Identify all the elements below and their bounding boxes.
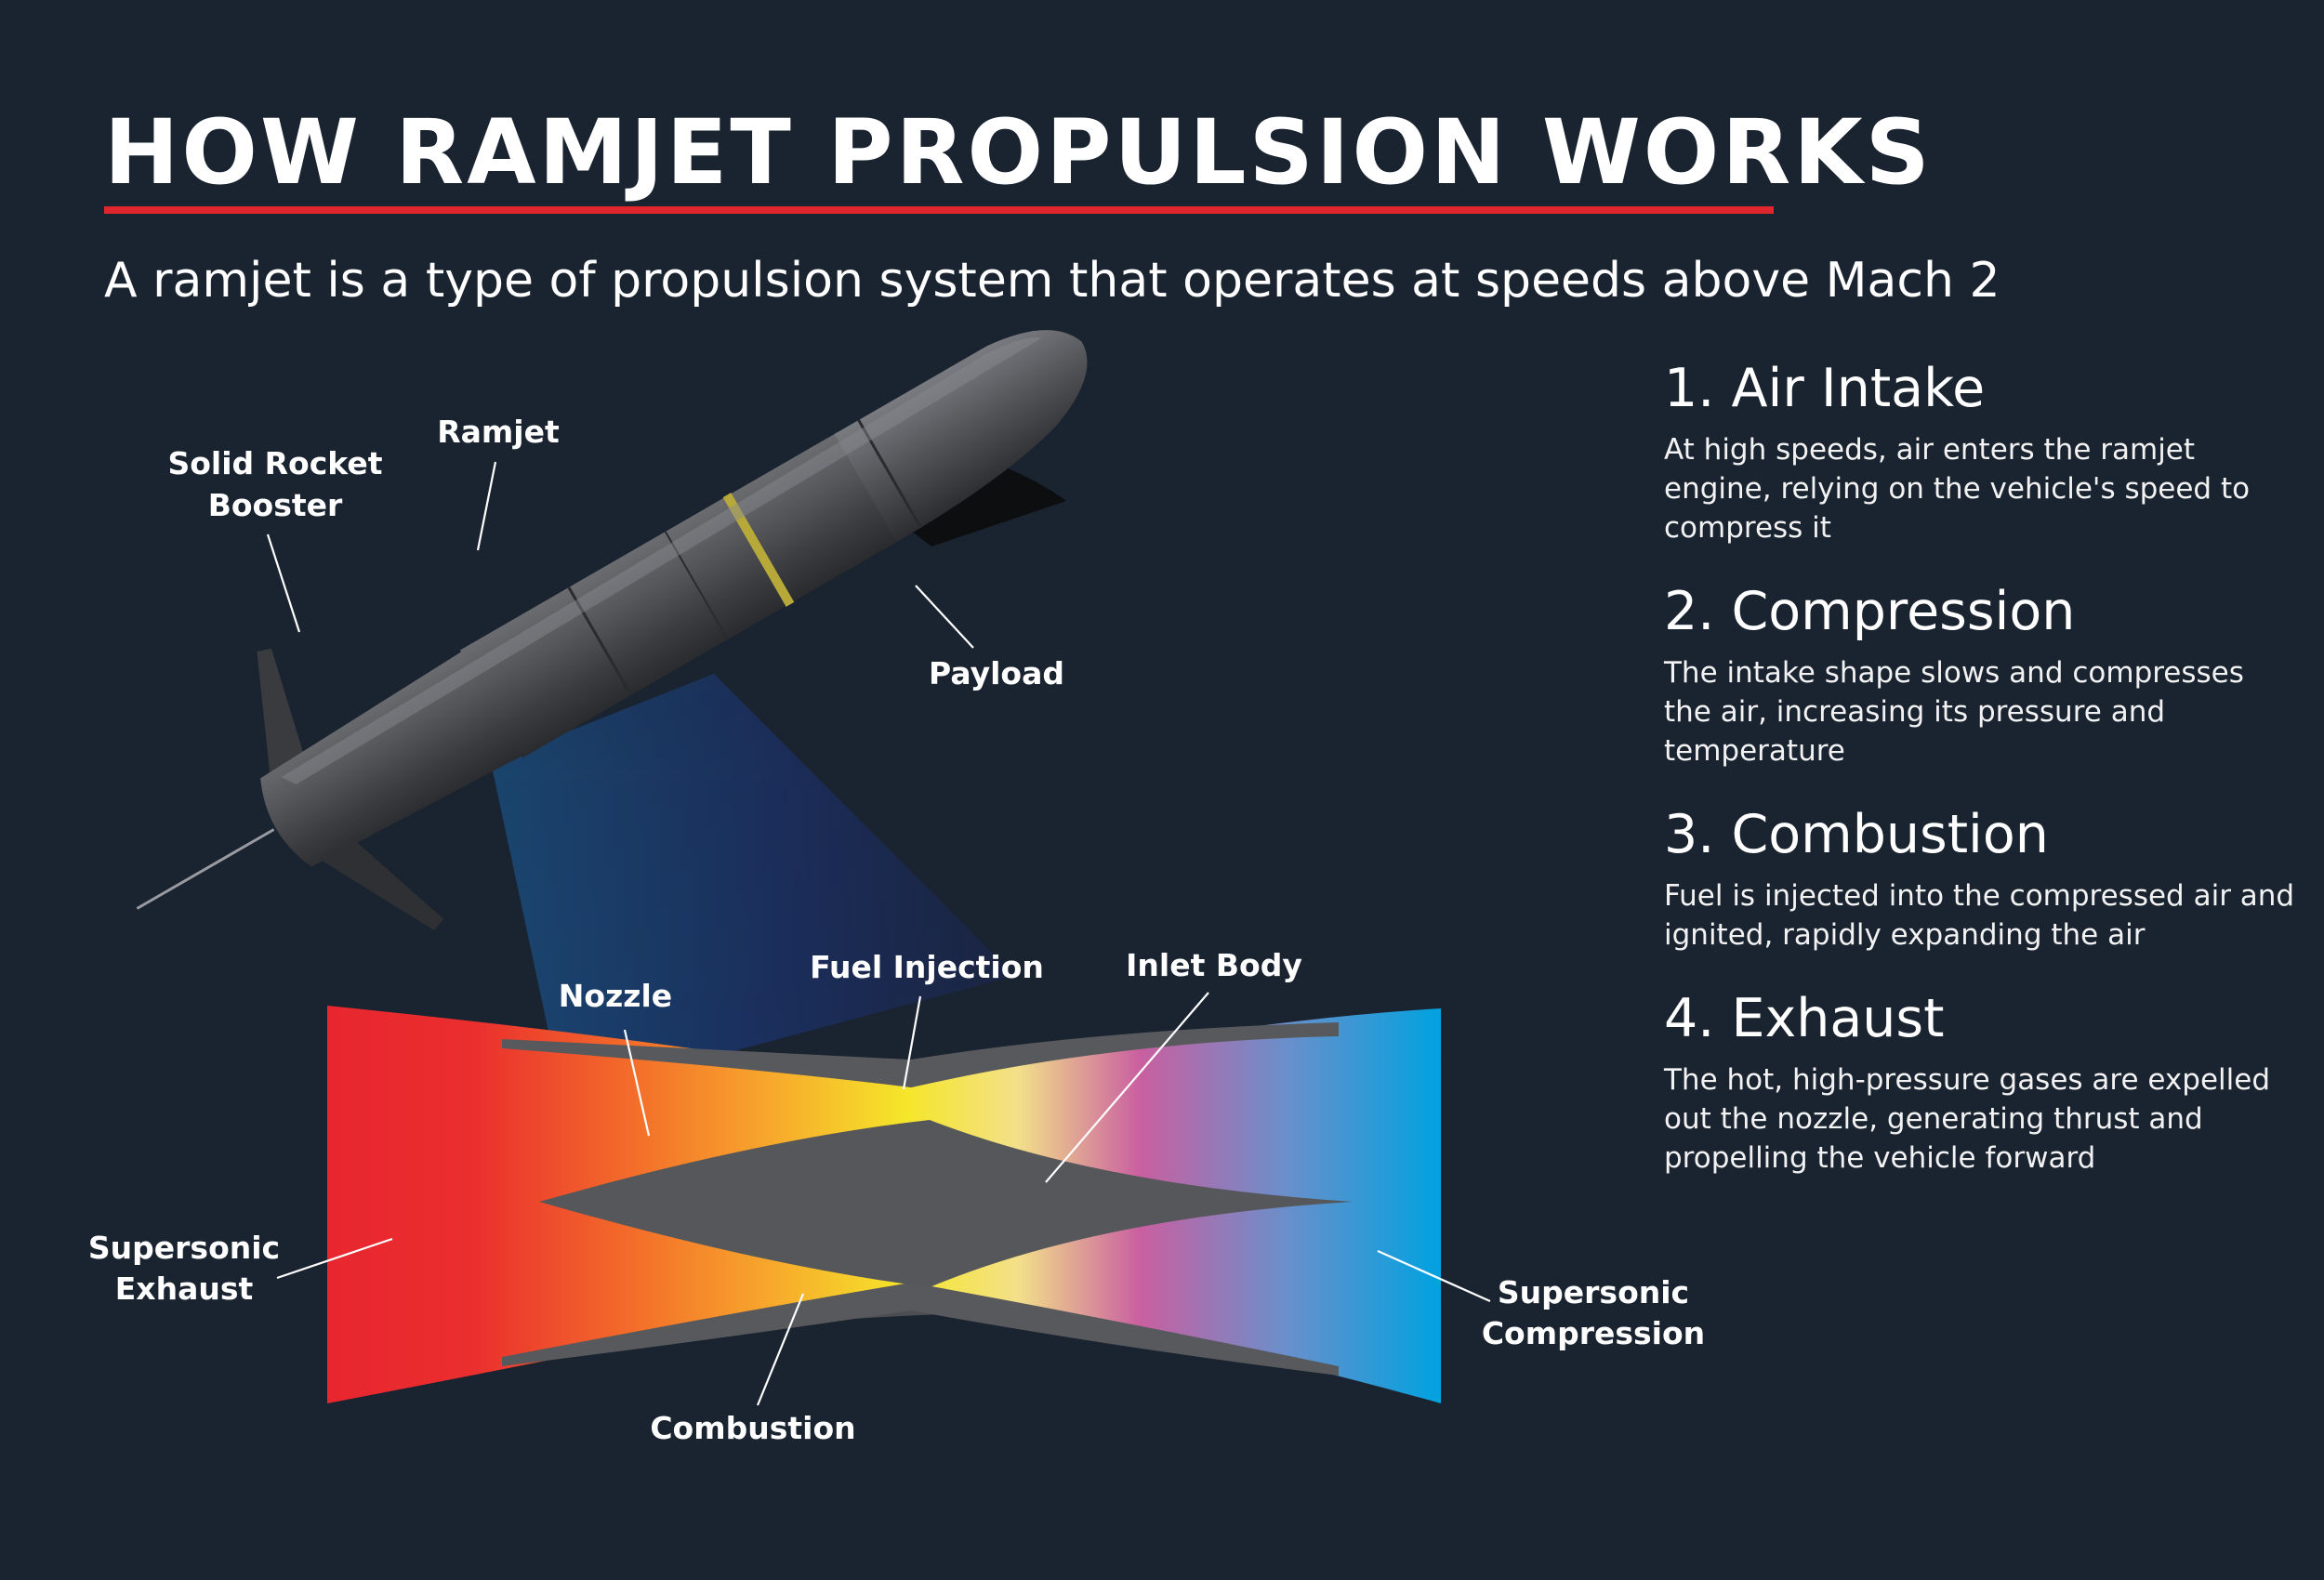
missile-ramjet-section [459, 431, 901, 758]
step-title: 1. Air Intake [1664, 358, 1986, 419]
label-solid-rocket-booster-2: Booster [208, 487, 343, 523]
label-payload: Payload [929, 655, 1064, 691]
label-nozzle: Nozzle [559, 978, 672, 1014]
label-solid-rocket-booster-1: Solid Rocket [167, 445, 382, 481]
leader-solid-rocket-booster [266, 533, 301, 633]
leader-combustion [756, 1293, 805, 1406]
projection-beam [491, 674, 1015, 1097]
label-supersonic-exhaust-2: Exhaust [115, 1271, 254, 1307]
label-supersonic-exhaust-1: Supersonic [88, 1230, 280, 1266]
engine-wall-top [502, 1022, 1339, 1087]
leader-supersonic-compression [1377, 1249, 1491, 1303]
step-title: 2. Compression [1664, 581, 2076, 642]
missile-yellow-ring [722, 493, 795, 607]
leader-fuel-injection [902, 995, 922, 1090]
step-combustion: 3. Combustion Fuel is injected into the … [1664, 804, 2296, 955]
step-description: The intake shape slows and compresses th… [1664, 656, 2244, 768]
step-description: At high speeds, air enters the ramjet en… [1664, 433, 2251, 545]
label-ramjet: Ramjet [437, 414, 560, 450]
label-supersonic-compression-2: Compression [1482, 1315, 1705, 1351]
missile-fin-top [257, 648, 308, 788]
step-description: Fuel is injected into the compressed air… [1664, 879, 2295, 952]
label-combustion: Combustion [650, 1410, 855, 1446]
step-title: 3. Combustion [1664, 804, 2049, 865]
steps-list: 1. Air Intake At high speeds, air enters… [1664, 358, 2296, 1211]
engine-cross-section [327, 1006, 1441, 1403]
title-underline [104, 206, 1774, 214]
leader-payload [915, 585, 974, 649]
leader-inlet-body [1045, 992, 1209, 1183]
label-supersonic-compression-1: Supersonic [1498, 1274, 1689, 1310]
label-fuel-injection: Fuel Injection [810, 949, 1044, 985]
engine-inlet-body [539, 1120, 1353, 1287]
page-subtitle: A ramjet is a type of propulsion system … [104, 253, 2000, 309]
missile-antenna [136, 828, 275, 910]
missile-fin-bottom [308, 831, 444, 930]
missile-booster [260, 649, 526, 867]
engine-wall-bottom [502, 1283, 1339, 1376]
step-description: The hot, high-pressure gases are expelle… [1664, 1063, 2270, 1175]
page-title: HOW RAMJET PROPULSION WORKS [104, 100, 1933, 204]
missile-inlet [883, 455, 1067, 546]
step-title: 4. Exhaust [1664, 988, 1945, 1049]
label-inlet-body: Inlet Body [1126, 947, 1302, 983]
missile [136, 330, 1088, 930]
leader-nozzle [623, 1029, 651, 1137]
leader-supersonic-exhaust [276, 1237, 393, 1280]
step-air-intake: 1. Air Intake At high speeds, air enters… [1664, 358, 2296, 547]
step-exhaust: 4. Exhaust The hot, high-pressure gases … [1664, 988, 2296, 1178]
step-compression: 2. Compression The intake shape slows an… [1664, 581, 2296, 770]
leader-ramjet [476, 461, 497, 551]
